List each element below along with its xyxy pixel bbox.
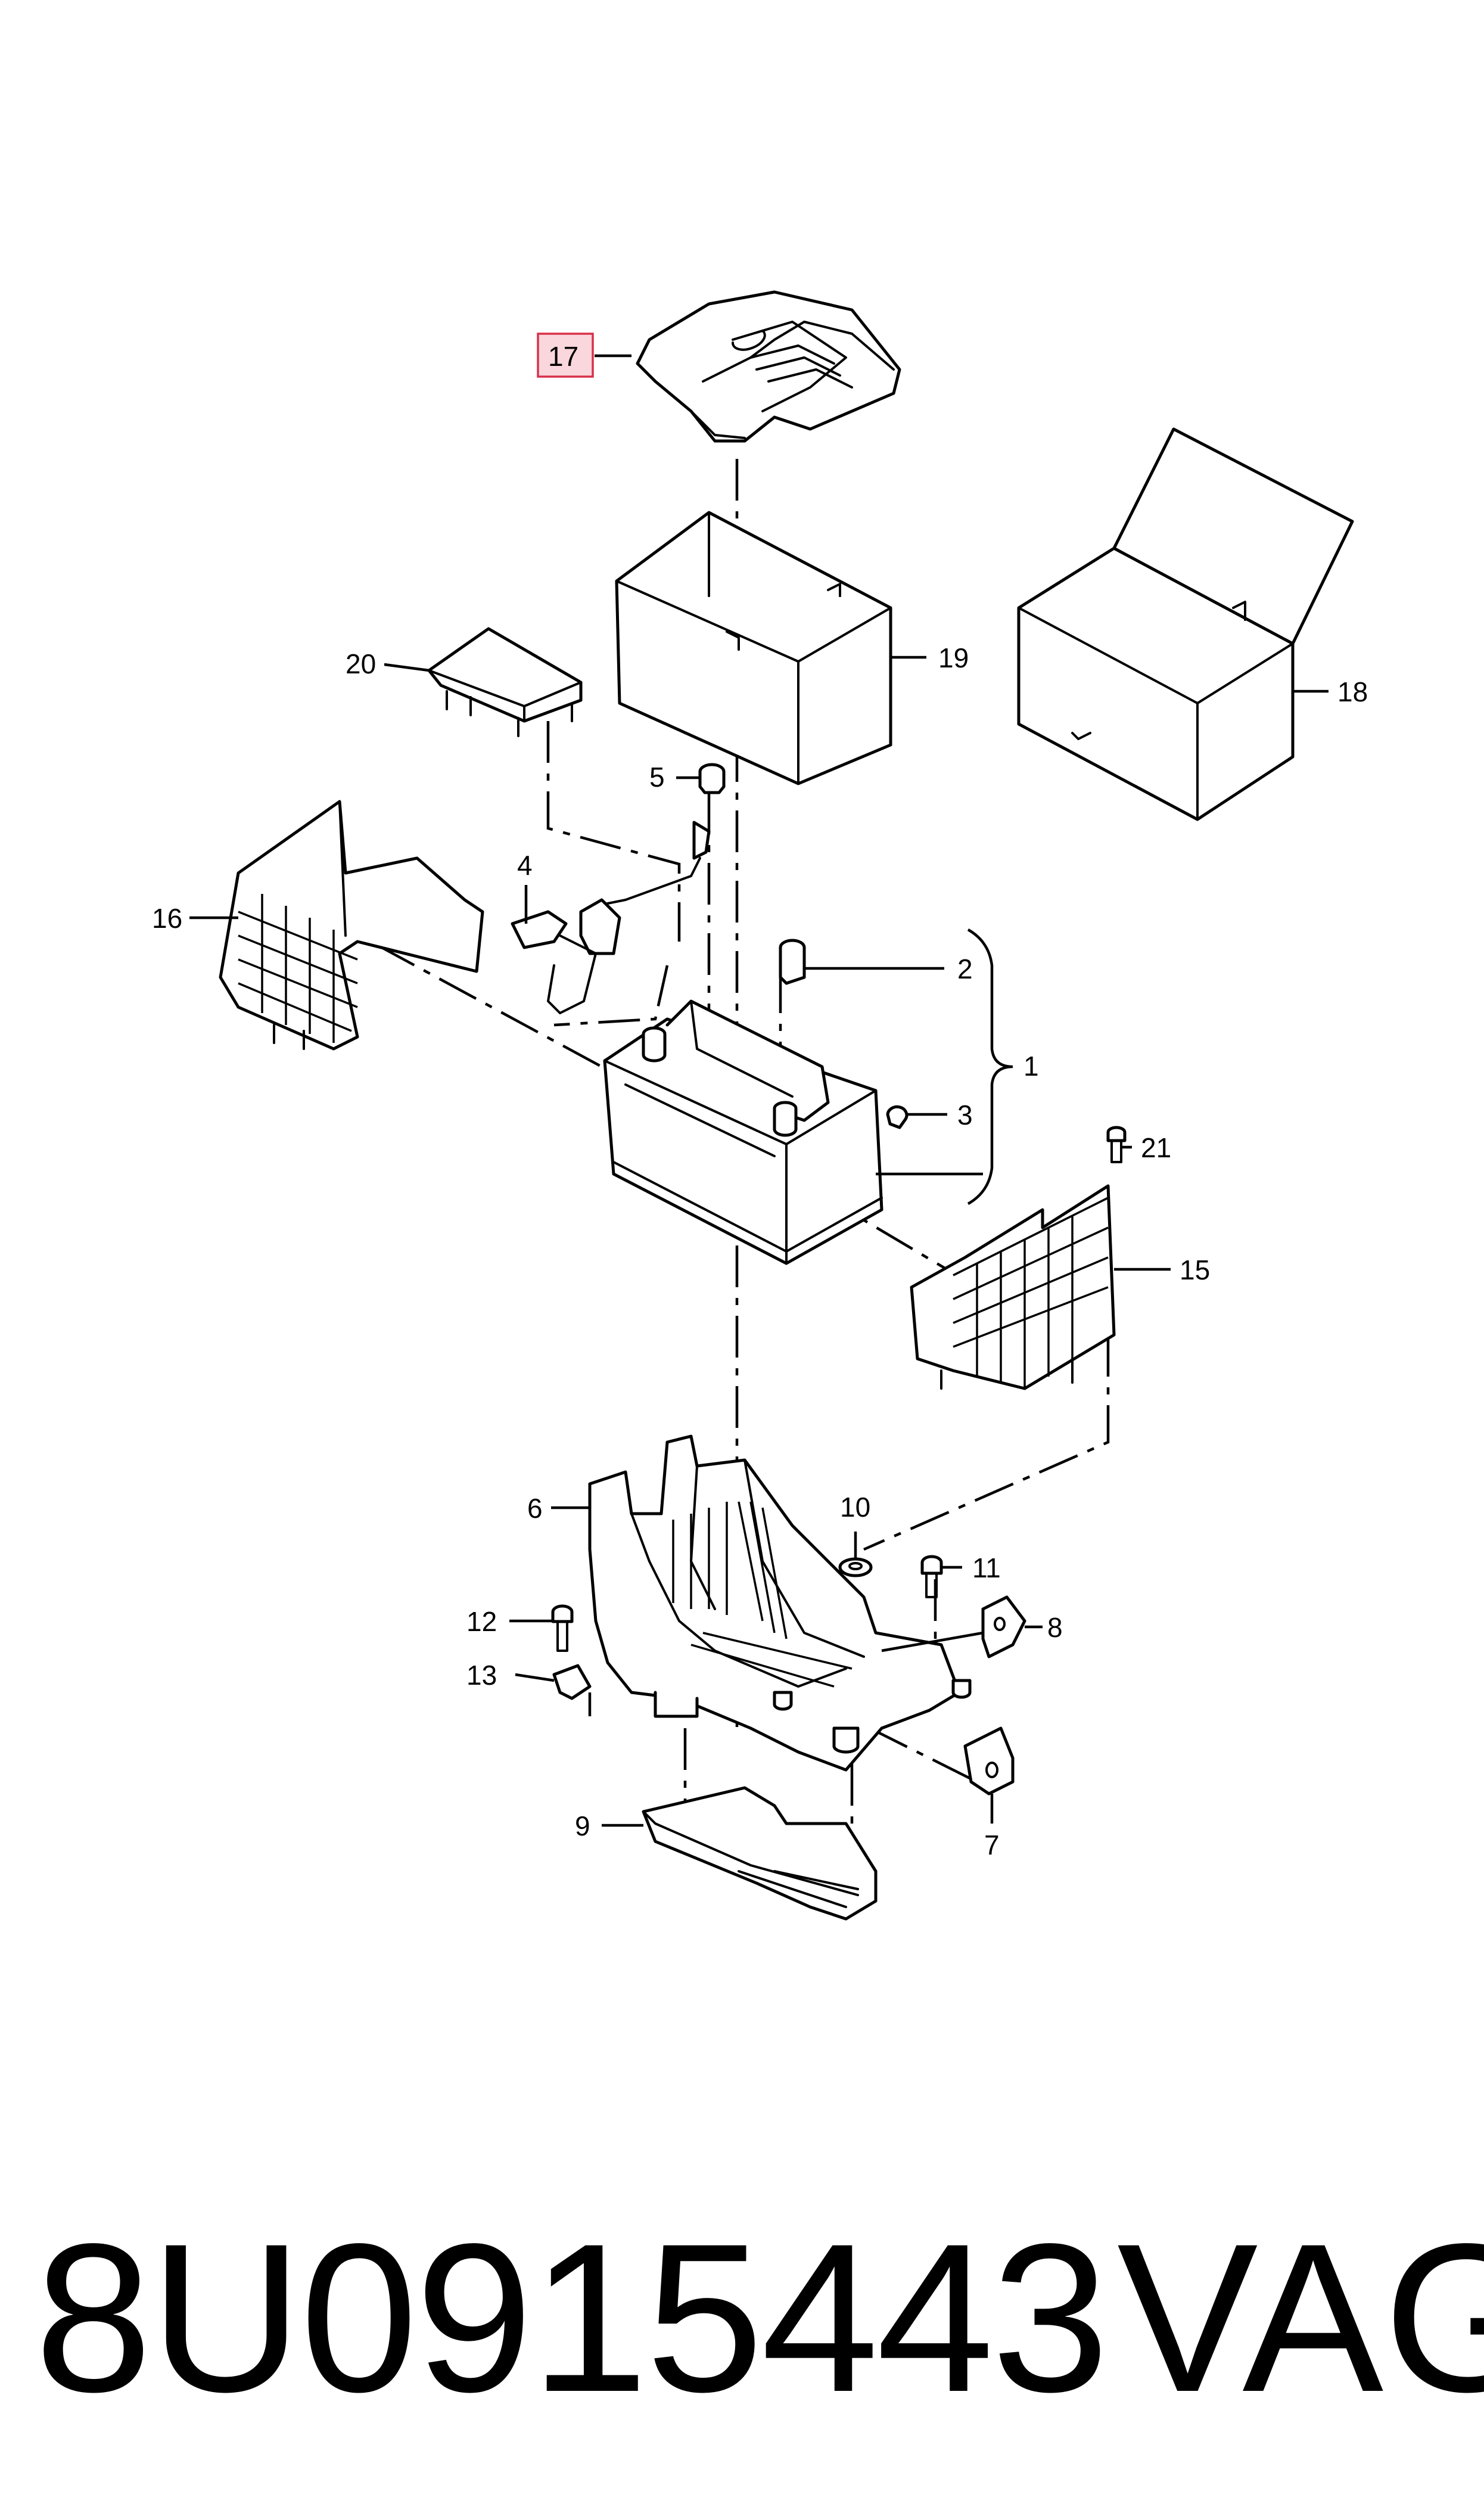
callout-2[interactable]: 2 (957, 953, 973, 984)
nut-part-10[interactable] (838, 1557, 873, 1577)
assembly-bracket (967, 928, 1013, 1205)
bolt-part-11[interactable] (920, 1555, 943, 1598)
callout-labels: 17 19 18 20 5 4 16 2 1 3 21 15 6 10 11 8… (152, 333, 1368, 1860)
callout-10[interactable]: 10 (840, 1492, 870, 1523)
battery-cover-part[interactable] (636, 290, 901, 443)
callout-21[interactable]: 21 (1141, 1132, 1171, 1163)
callout-3[interactable]: 3 (957, 1099, 973, 1130)
ground-strap-part[interactable] (511, 821, 711, 1014)
callout-6[interactable]: 6 (527, 1493, 543, 1524)
brand-label: VAG (1117, 2200, 1484, 2436)
callout-20[interactable]: 20 (346, 648, 376, 679)
callout-17[interactable]: 17 (548, 341, 578, 372)
callout-16[interactable]: 16 (152, 903, 182, 934)
open-box-part[interactable] (1017, 427, 1354, 821)
bracket-part-8[interactable] (981, 1595, 1026, 1658)
battery-part[interactable] (603, 999, 909, 1265)
callout-19[interactable]: 19 (938, 642, 969, 673)
highlight-box-17 (537, 333, 594, 378)
callout-4[interactable]: 4 (517, 850, 533, 881)
bolt-part-21[interactable] (1106, 1126, 1127, 1163)
bolt-part-5[interactable] (698, 763, 726, 794)
tray-support-part[interactable] (642, 1786, 878, 1921)
right-heat-shield-part[interactable] (910, 1184, 1116, 1390)
callout-7[interactable]: 7 (984, 1830, 1000, 1860)
callout-1[interactable]: 1 (1023, 1051, 1039, 1082)
callout-9[interactable]: 9 (575, 1810, 590, 1841)
clip-part-13[interactable] (552, 1664, 592, 1700)
callout-12[interactable]: 12 (466, 1606, 497, 1637)
callout-8[interactable]: 8 (1047, 1612, 1063, 1643)
callout-5[interactable]: 5 (649, 762, 665, 793)
callout-11[interactable]: 11 (972, 1552, 1001, 1583)
callout-18[interactable]: 18 (1337, 676, 1368, 707)
battery-tray-part[interactable] (588, 1434, 972, 1772)
part-number: 8U0915443 (35, 2200, 1109, 2436)
terminal-cover-part[interactable] (427, 627, 583, 737)
left-heat-shield-part[interactable] (219, 800, 484, 1051)
callout-13[interactable]: 13 (466, 1660, 497, 1691)
callout-15[interactable]: 15 (1180, 1254, 1210, 1285)
leader-lines (189, 354, 1329, 1827)
terminal-cap-part[interactable] (779, 939, 806, 985)
bracket-part-7[interactable] (963, 1726, 1015, 1796)
bolt-part-12[interactable] (551, 1604, 574, 1652)
insulation-box-part[interactable] (615, 511, 892, 785)
